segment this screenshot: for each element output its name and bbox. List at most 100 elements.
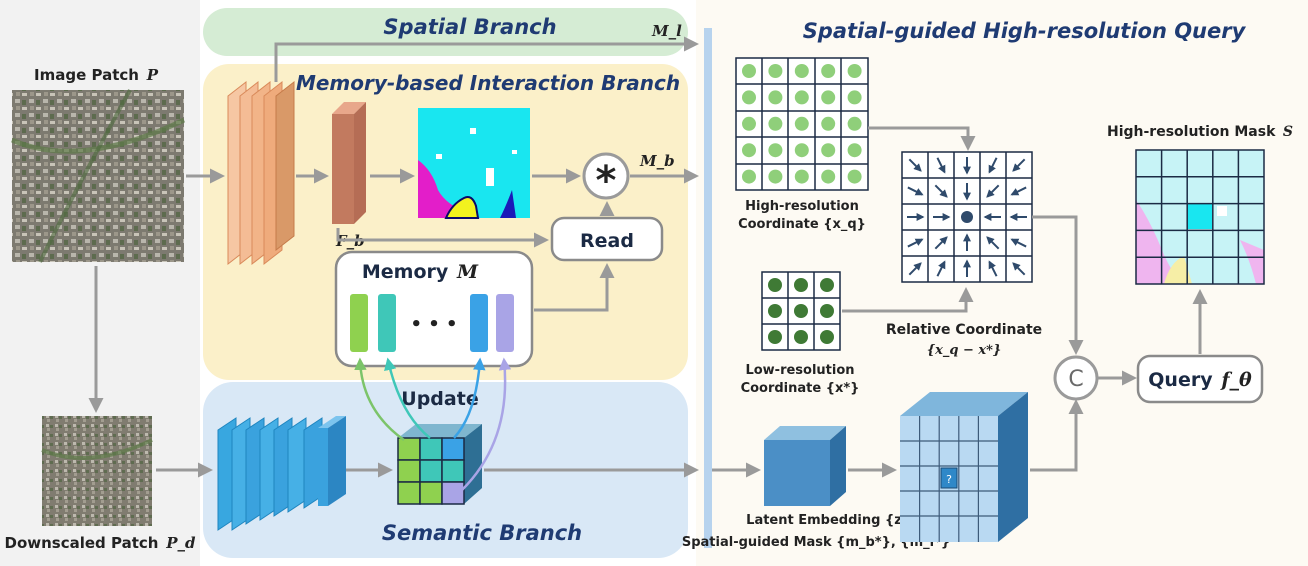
high-res-dot	[847, 64, 862, 78]
low-res-dot	[768, 278, 782, 292]
high-res-coordinate-grid	[735, 57, 869, 191]
high-res-dot	[768, 90, 783, 105]
memory-slot-2	[378, 294, 396, 352]
high-res-mask-grid	[1135, 149, 1265, 285]
low-res-coord-label-line1: Low-resolution	[745, 363, 854, 378]
high-res-dot	[794, 90, 809, 105]
high-res-mask-label: High-resolution Mask S	[1107, 124, 1293, 140]
image-patch-label: Image Patch P	[34, 66, 159, 84]
latent-embedding-label: Latent Embedding {z*}	[746, 513, 918, 528]
high-res-dot	[847, 116, 862, 131]
low-res-coordinate-grid	[761, 271, 841, 351]
relative-coordinate-grid	[901, 151, 1033, 283]
relative-vector-arrow	[907, 238, 924, 248]
concat-symbol: C	[1068, 367, 1083, 392]
query-cell-question: ?	[946, 473, 952, 486]
memory-to-read-arrow	[534, 263, 615, 312]
relative-vector-arrow	[934, 236, 948, 250]
relative-vector-arrow	[988, 260, 998, 277]
high-res-dot	[742, 64, 756, 78]
high-res-dot	[847, 90, 862, 105]
mask-to-concat-arrow	[1030, 399, 1084, 472]
high-res-dot	[821, 116, 836, 131]
low-res-coord-label-line2: Coordinate {x*}	[741, 381, 860, 396]
update-label: Update	[401, 388, 478, 410]
high-res-dot	[821, 90, 836, 105]
query-box	[1136, 354, 1264, 404]
memory-slot-4	[496, 294, 514, 352]
high-res-dot	[742, 169, 756, 184]
spatial-branch-arrow	[274, 36, 699, 82]
relative-vector-arrow	[908, 158, 922, 172]
spatial-guided-mask-cube	[900, 392, 1028, 542]
high-res-dot	[768, 143, 783, 158]
read-label: Read	[580, 230, 634, 252]
low-res-dot	[820, 278, 834, 292]
memory-title: Memory M	[362, 261, 479, 283]
high-res-dot	[821, 64, 836, 78]
high-res-dot	[768, 169, 783, 184]
relative-vector-arrow	[907, 186, 924, 196]
feature-fb	[332, 102, 366, 224]
high-res-coord-label-line2: Coordinate {x_q}	[738, 217, 866, 232]
relative-vector-arrow	[934, 184, 948, 198]
high-res-dot	[742, 143, 756, 158]
ml-symbol: M_l	[651, 22, 682, 40]
mb-symbol: M_b	[639, 152, 675, 170]
high-res-to-relative-arrow	[868, 126, 976, 151]
update-arrow-blue	[453, 357, 486, 439]
spatial-branch-title: Spatial Branch	[383, 15, 556, 39]
memory-slot-3	[470, 294, 488, 352]
high-res-dot	[794, 169, 809, 184]
relative-vector-arrow	[1010, 238, 1027, 248]
low-res-encoder	[217, 416, 346, 531]
concat-operator	[1053, 355, 1099, 401]
semantic-feature-grid	[397, 424, 482, 505]
update-arrow-green	[354, 357, 405, 442]
high-res-dot	[794, 116, 809, 131]
high-res-dot	[768, 116, 783, 131]
high-res-dot	[794, 64, 809, 78]
high-res-dot	[768, 64, 783, 78]
update-arrow-purple	[461, 357, 512, 491]
relative-coord-label-line2: {x_q − x*}	[927, 343, 1002, 358]
low-res-dot	[794, 304, 808, 318]
high-res-dot	[742, 116, 756, 131]
high-res-dot	[821, 143, 836, 158]
relative-vector-arrow	[986, 236, 1000, 250]
high-res-dot	[847, 169, 862, 184]
segmentation-map	[418, 108, 530, 219]
relative-vector-arrow	[936, 260, 946, 277]
query-section-title: Spatial-guided High-resolution Query	[803, 19, 1247, 43]
semantic-branch-title: Semantic Branch	[382, 521, 582, 545]
latent-embedding-cube	[764, 426, 846, 506]
relative-coord-label-line1: Relative Coordinate	[886, 322, 1042, 338]
relative-vector-arrow	[1012, 158, 1026, 172]
update-arrow-teal	[384, 357, 431, 439]
low-res-dot	[820, 330, 834, 344]
low-res-dot	[820, 304, 834, 318]
high-res-encoder	[227, 80, 295, 266]
low-res-dot	[794, 278, 808, 292]
high-res-coord-label-line1: High-resolution	[745, 199, 859, 214]
low-res-dot	[768, 330, 782, 344]
query-label: Query f_θ	[1148, 369, 1252, 391]
high-res-dot	[742, 90, 756, 105]
memory-branch-bg	[203, 64, 688, 380]
low-res-dot	[794, 330, 808, 344]
spatial-guided-mask-label: Spatial-guided Mask {m_b*}, {m_l*}	[682, 535, 950, 550]
high-res-dot	[847, 143, 862, 158]
memory-ellipsis: • • •	[410, 314, 457, 335]
downscaled-patch	[42, 416, 152, 526]
relative-to-concat-arrow	[1032, 215, 1084, 355]
multiply-operator	[582, 152, 630, 200]
section-divider	[704, 28, 712, 548]
read-box	[550, 216, 664, 262]
relative-vector-arrow	[1012, 262, 1026, 276]
memory-slot-1	[350, 294, 368, 352]
feature-to-read-arrow	[336, 228, 549, 248]
image-patch	[12, 90, 184, 262]
relative-vector-arrow	[908, 262, 922, 276]
